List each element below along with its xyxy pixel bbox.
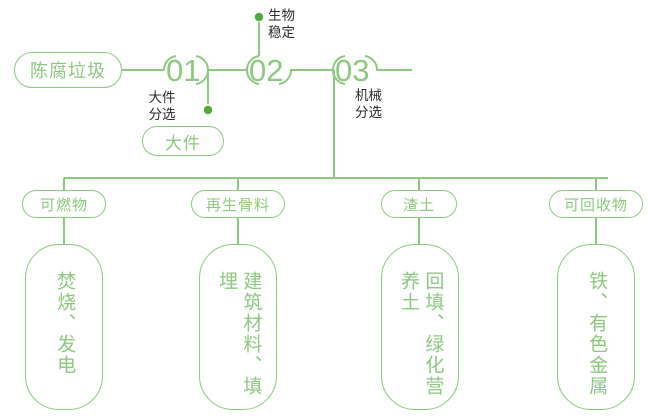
destination-box-recyclable-text: 铁、有色金属 [586, 271, 608, 397]
bracket-02-bottom-right [278, 69, 333, 85]
output-pill-recyclable[interactable]: 可回收物 [549, 190, 643, 218]
destination-box-combustible-text: 焚烧、发电 [54, 271, 76, 376]
stage-number-03: 03 [335, 55, 369, 86]
bracket-01-top-left [162, 55, 177, 71]
caption-stage-02-line2: 稳定 [268, 24, 295, 40]
input-pill[interactable]: 陈腐垃圾 [14, 52, 122, 88]
stage-number-01: 01 [166, 55, 200, 86]
output-pill-bulky-label: 大件 [165, 133, 201, 153]
dot-bulky-branch [203, 105, 213, 115]
caption-stage-02-line1: 生物 [268, 8, 295, 23]
destination-box-combustible[interactable]: 焚烧、发电 [25, 244, 103, 410]
input-pill-label: 陈腐垃圾 [30, 61, 106, 81]
output-pill-combustible[interactable]: 可燃物 [22, 190, 106, 218]
stage-number-02-text: 02 [249, 53, 284, 88]
bracket-03-top-left [331, 55, 346, 71]
output-pill-combustible-label: 可燃物 [39, 196, 88, 214]
caption-stage-01-line1: 大件 [148, 90, 176, 105]
bracket-03-top-right-tail [364, 55, 412, 71]
destination-box-slag[interactable]: 回填、绿化营养土 [381, 244, 459, 410]
stage-number-03-text: 03 [335, 53, 370, 88]
bracket-02-top-left [245, 55, 260, 71]
output-pill-aggregate[interactable]: 再生骨料 [191, 190, 285, 218]
caption-stage-03-line2: 分选 [355, 104, 382, 120]
caption-stage-01: 大件 分选 [134, 90, 190, 124]
caption-stage-03: 机械 分选 [355, 88, 411, 122]
bracket-01-top-right [195, 55, 247, 71]
destination-box-recyclable[interactable]: 铁、有色金属 [557, 244, 635, 410]
output-pill-slag-label: 渣土 [402, 196, 435, 214]
caption-stage-01-line2: 分选 [148, 106, 176, 122]
stage-number-02: 02 [249, 55, 283, 86]
dot-bio-stabilize [254, 12, 264, 22]
output-pill-slag[interactable]: 渣土 [381, 190, 457, 218]
destination-box-slag-text: 回填、绿化营养土 [398, 271, 444, 397]
output-pill-recyclable-label: 可回收物 [563, 196, 628, 214]
output-pill-bulky[interactable]: 大件 [142, 126, 224, 156]
caption-stage-03-line1: 机械 [355, 88, 382, 103]
bracket-02-bottom-left [245, 69, 260, 85]
destination-box-aggregate[interactable]: 建筑材料、填埋 [199, 244, 277, 410]
caption-stage-02: 生物 稳定 [268, 8, 324, 42]
output-pill-aggregate-label: 再生骨料 [205, 196, 270, 214]
stage-number-01-text: 01 [166, 53, 201, 88]
destination-box-aggregate-text: 建筑材料、填埋 [216, 271, 262, 397]
